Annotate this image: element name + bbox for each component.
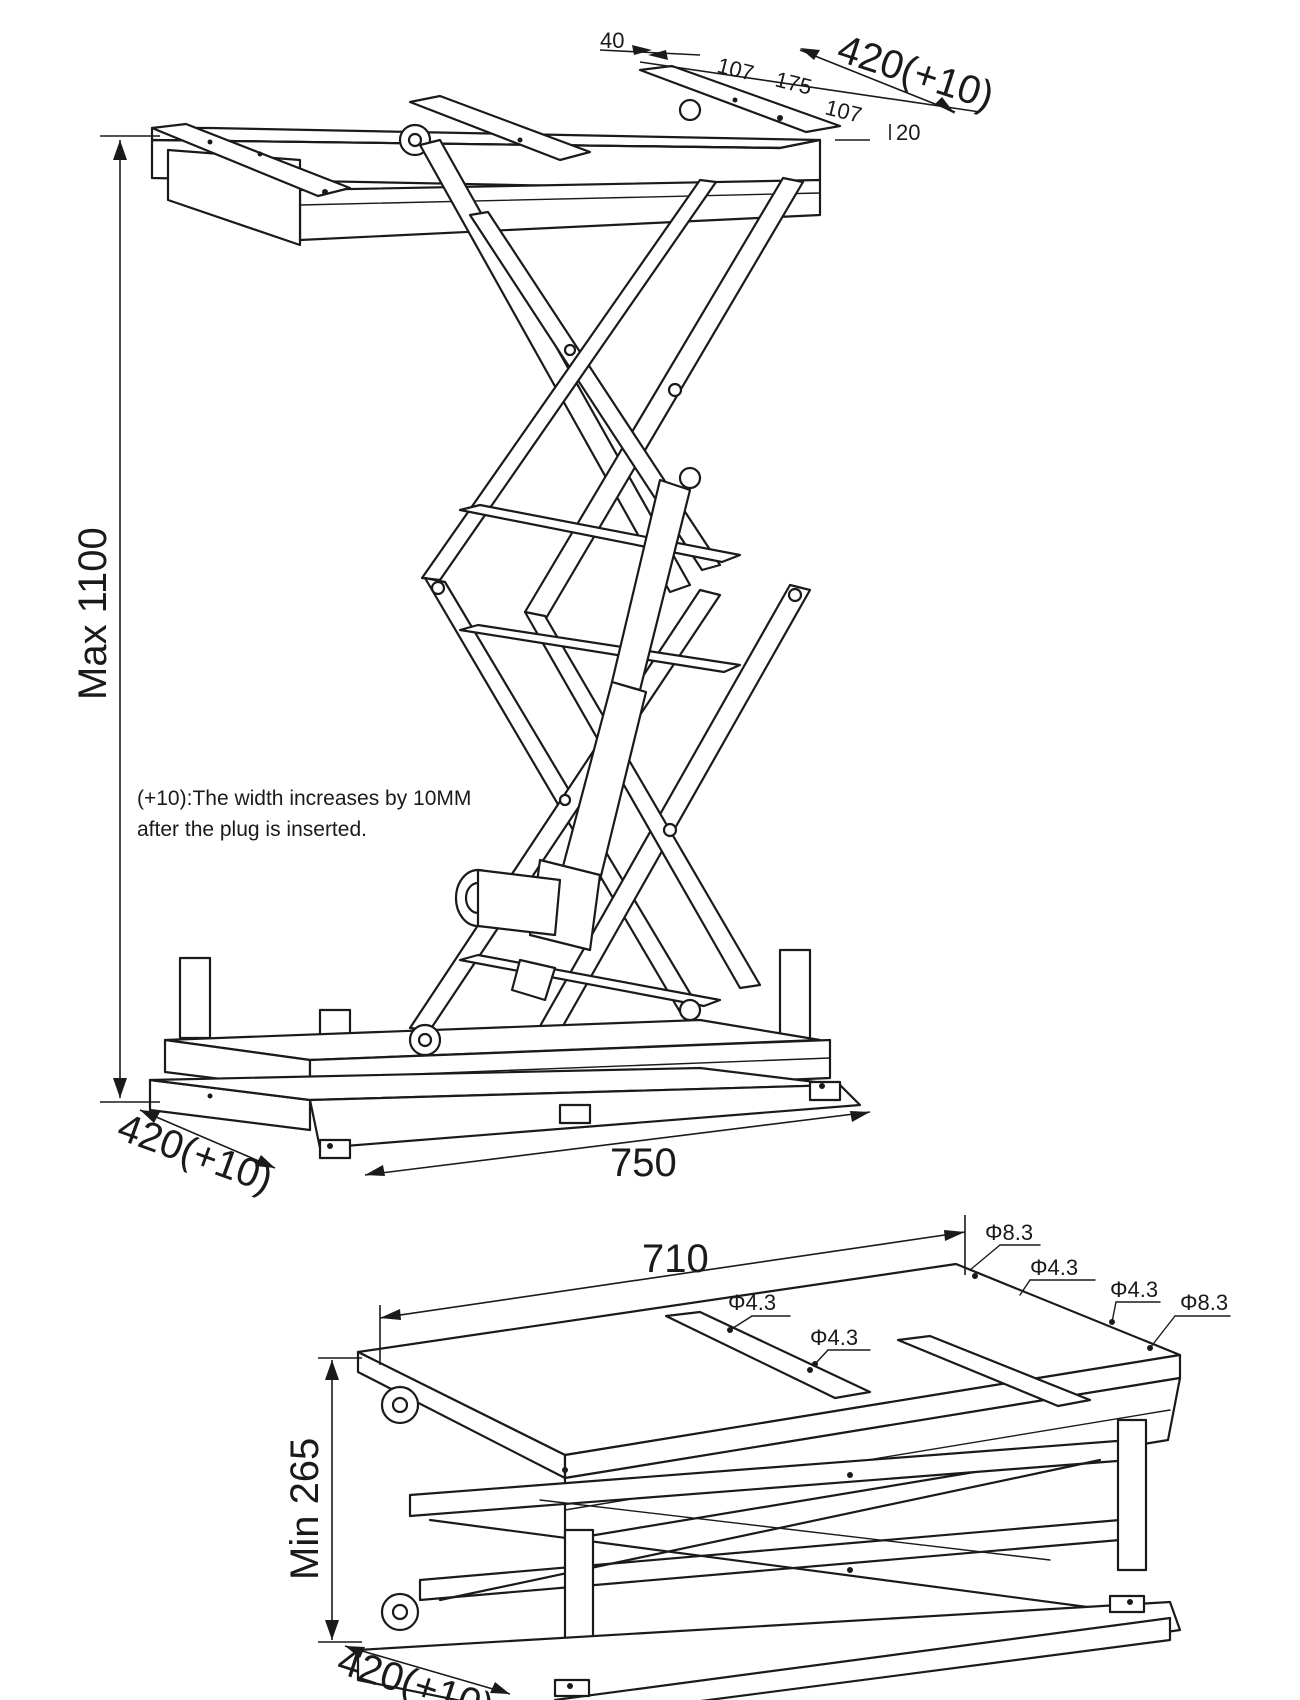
crossbar-spacing-dimensions: 40 107 175 107 20 xyxy=(599,28,920,145)
hole-phi-8-3-right: Φ8.3 xyxy=(1180,1290,1228,1315)
collapsed-base-frame xyxy=(356,1594,1182,1700)
hole-phi-4-3-center-bar: Φ4.3 xyxy=(810,1325,858,1350)
top-platform xyxy=(150,64,842,247)
hole-callouts: Φ8.3 Φ4.3 Φ4.3 Φ4.3 Φ4.3 Φ8.3 xyxy=(728,1220,1231,1365)
length-710-label: 710 xyxy=(642,1237,709,1281)
hole-phi-4-3-left-bar: Φ4.3 xyxy=(728,1290,776,1315)
dim-40-label: 40 xyxy=(600,28,624,53)
dim-175-label: 175 xyxy=(773,67,815,100)
dim-20-label: 20 xyxy=(896,120,920,145)
hole-phi-8-3-top: Φ8.3 xyxy=(985,1220,1033,1245)
length-dimension: 750 xyxy=(364,1111,871,1185)
height-dimension: Max 1100 xyxy=(71,135,160,1103)
note-line-2: after the plug is inserted. xyxy=(137,818,367,841)
collapsed-lift-view: 710 Min 265 420(+10) Φ8.3 Φ4.3 xyxy=(283,1215,1231,1700)
min-height-label: Min 265 xyxy=(283,1438,327,1580)
extended-lift-view: Max 1100 420(+10) 40 107 175 107 20 xyxy=(71,27,999,1202)
hole-phi-4-3-right: Φ4.3 xyxy=(1110,1277,1158,1302)
base-frame xyxy=(148,948,862,1160)
note-line-1: (+10):The width increases by 10MM xyxy=(137,787,471,810)
collapsed-length-dimension: 710 xyxy=(379,1215,966,1365)
scissor-arms xyxy=(408,138,812,1042)
hole-phi-4-3-upper-right: Φ4.3 xyxy=(1030,1255,1078,1280)
dim-107-left-label: 107 xyxy=(715,53,757,86)
linear-actuator xyxy=(454,478,692,1002)
collapsed-height-dimension: Min 265 xyxy=(283,1357,362,1643)
length-750-label: 750 xyxy=(610,1141,677,1185)
max-height-label: Max 1100 xyxy=(71,527,115,700)
